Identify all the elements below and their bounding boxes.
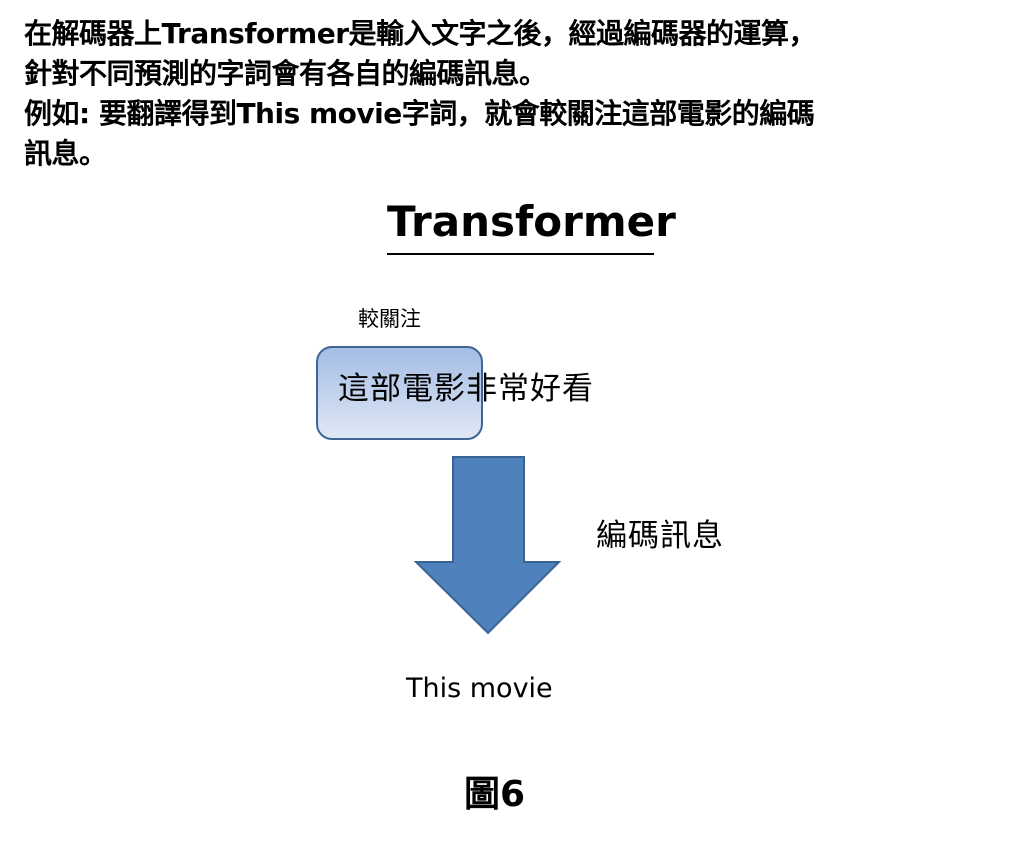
intro-paragraph: 在解碼器上Transformer是輸入文字之後，經過編碼器的運算， 針對不同預測… bbox=[24, 14, 1014, 174]
output-text: This movie bbox=[406, 673, 553, 704]
title-underline bbox=[387, 253, 654, 255]
intro-line-3: 例如: 要翻譯得到This movie字詞，就會較關注這部電影的編碼 bbox=[24, 97, 815, 130]
intro-line-4: 訊息。 bbox=[24, 137, 107, 170]
down-arrow-icon bbox=[414, 456, 562, 635]
intro-line-1: 在解碼器上Transformer是輸入文字之後，經過編碼器的運算， bbox=[24, 17, 817, 50]
attention-highlight-box bbox=[316, 346, 483, 440]
attention-label: 較關注 bbox=[358, 307, 421, 331]
diagram-title: Transformer bbox=[387, 197, 676, 246]
figure-caption: 圖6 bbox=[464, 774, 526, 815]
input-sentence: 這部電影非常好看 bbox=[338, 371, 594, 407]
encoding-info-label: 編碼訊息 bbox=[596, 518, 724, 554]
intro-line-2: 針對不同預測的字詞會有各自的編碼訊息。 bbox=[24, 57, 547, 90]
